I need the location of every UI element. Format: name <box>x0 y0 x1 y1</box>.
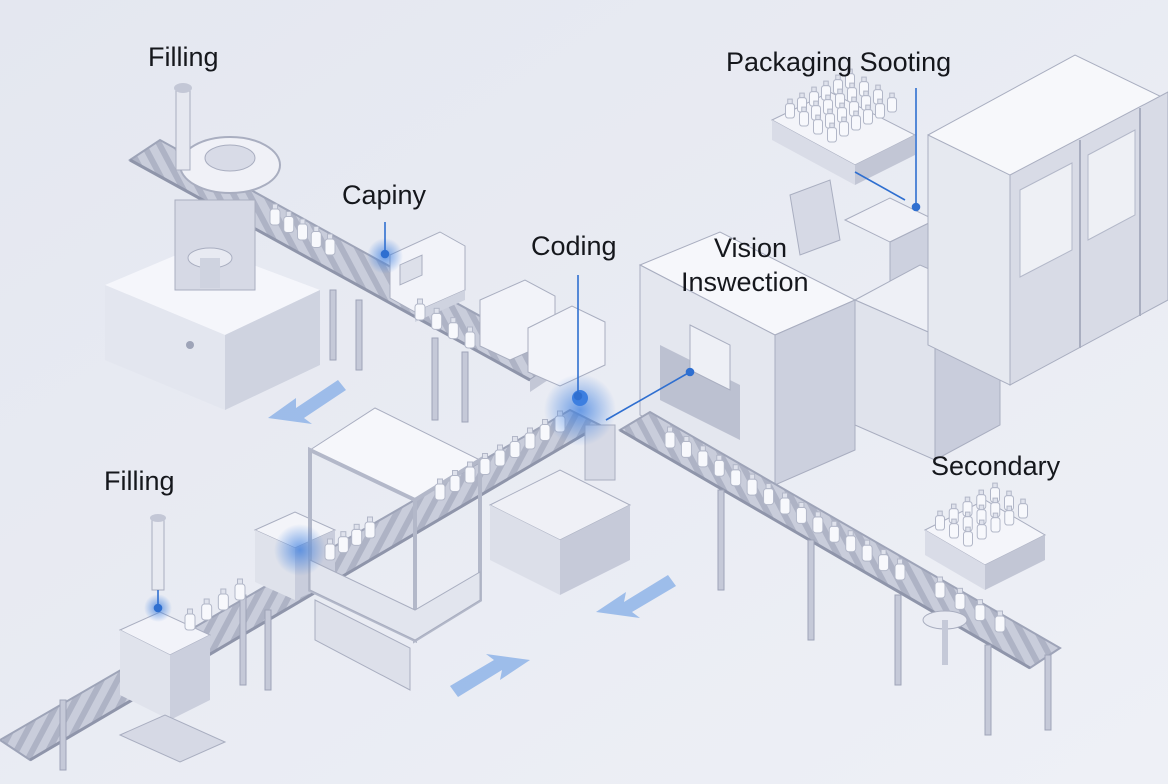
flow-arrow-icon <box>268 380 346 424</box>
right-cabinet <box>927 54 1168 386</box>
bottle-icon <box>851 110 861 131</box>
bottle-icon <box>431 307 443 330</box>
bottle-icon <box>963 526 973 547</box>
label-coding: Coding <box>531 231 617 261</box>
label-filling-bottom: Filling <box>104 466 175 496</box>
bottle-icon <box>464 326 476 349</box>
bottle-icon <box>1018 498 1028 519</box>
bottle-icon <box>934 576 946 599</box>
bottle-icon <box>894 558 906 581</box>
bottle-icon <box>827 122 837 143</box>
bottle-icon <box>730 464 742 487</box>
bottle-icon <box>813 114 823 135</box>
bottle-icon <box>974 599 986 622</box>
label-vision-second-line: Inswection <box>681 267 809 297</box>
bottle-icon <box>680 435 692 458</box>
bottle-group <box>184 68 1028 633</box>
bottle-icon <box>664 426 676 449</box>
bottle-icon <box>509 436 521 458</box>
bottle-icon <box>479 453 491 475</box>
bottle-icon <box>878 549 890 572</box>
bottle-icon <box>1004 505 1015 526</box>
bottle-icon <box>863 104 873 125</box>
label-secondary: Secondary <box>931 451 1061 481</box>
bottle-icon <box>990 512 1001 533</box>
bottle-icon <box>447 317 459 340</box>
bottle-icon <box>217 588 229 611</box>
filling-machine-bottom <box>118 514 227 763</box>
bottle-icon <box>746 473 758 496</box>
bottle-icon <box>449 470 461 492</box>
flow-arrow-icon <box>596 575 676 618</box>
bottle-icon <box>763 483 775 506</box>
label-capping: Capiny <box>342 180 427 210</box>
bottle-icon <box>935 510 945 531</box>
leader-lines <box>153 88 921 613</box>
right-conveyor <box>618 410 1062 736</box>
bottle-icon <box>887 92 897 113</box>
bottle-icon <box>994 610 1006 633</box>
flow-arrow-icon <box>450 654 530 697</box>
bottle-icon <box>697 445 709 468</box>
bottle-icon <box>785 98 795 119</box>
bottle-icon <box>845 530 857 553</box>
bottle-icon <box>954 587 966 610</box>
label-filling-top: Filling <box>148 42 219 72</box>
label-packaging: Packaging Sooting <box>726 47 951 77</box>
bottle-icon <box>799 106 809 127</box>
bottle-icon <box>184 608 196 631</box>
bottle-icon <box>434 478 446 501</box>
bottle-icon <box>364 516 376 539</box>
bottle-icon <box>875 98 885 119</box>
bottle-icon <box>812 511 824 534</box>
bottle-icon <box>779 492 791 515</box>
bottle-icon <box>201 598 213 621</box>
bottle-icon <box>524 427 536 450</box>
bottle-icon <box>949 518 959 539</box>
bottle-icon <box>861 539 873 562</box>
glow-marker-icon <box>544 374 616 446</box>
bottle-icon <box>351 523 363 546</box>
label-vision: Vision <box>714 233 787 263</box>
bottle-icon <box>337 531 349 554</box>
bottle-icon <box>283 211 295 233</box>
bottle-icon <box>464 461 476 484</box>
flow-arrows <box>268 380 676 697</box>
bottle-icon <box>976 519 987 540</box>
bottle-icon <box>713 454 725 477</box>
bottle-icon <box>297 218 308 241</box>
bottle-icon <box>839 116 849 137</box>
coding-station <box>488 424 632 595</box>
bottle-icon <box>828 520 840 543</box>
bottle-icon <box>795 501 807 524</box>
filling-machine-top <box>105 83 320 410</box>
central-enclosure <box>308 407 482 691</box>
bottle-icon <box>234 578 246 601</box>
bottle-icon <box>269 203 281 226</box>
bottle-icon <box>539 419 551 441</box>
capping-machine <box>389 231 606 387</box>
bottle-icon <box>414 298 426 321</box>
bottle-icon <box>494 444 506 467</box>
bottle-icon <box>324 233 336 256</box>
glow-marker-icon <box>274 524 326 576</box>
glow-markers <box>144 238 616 622</box>
bottle-icon <box>310 226 322 248</box>
